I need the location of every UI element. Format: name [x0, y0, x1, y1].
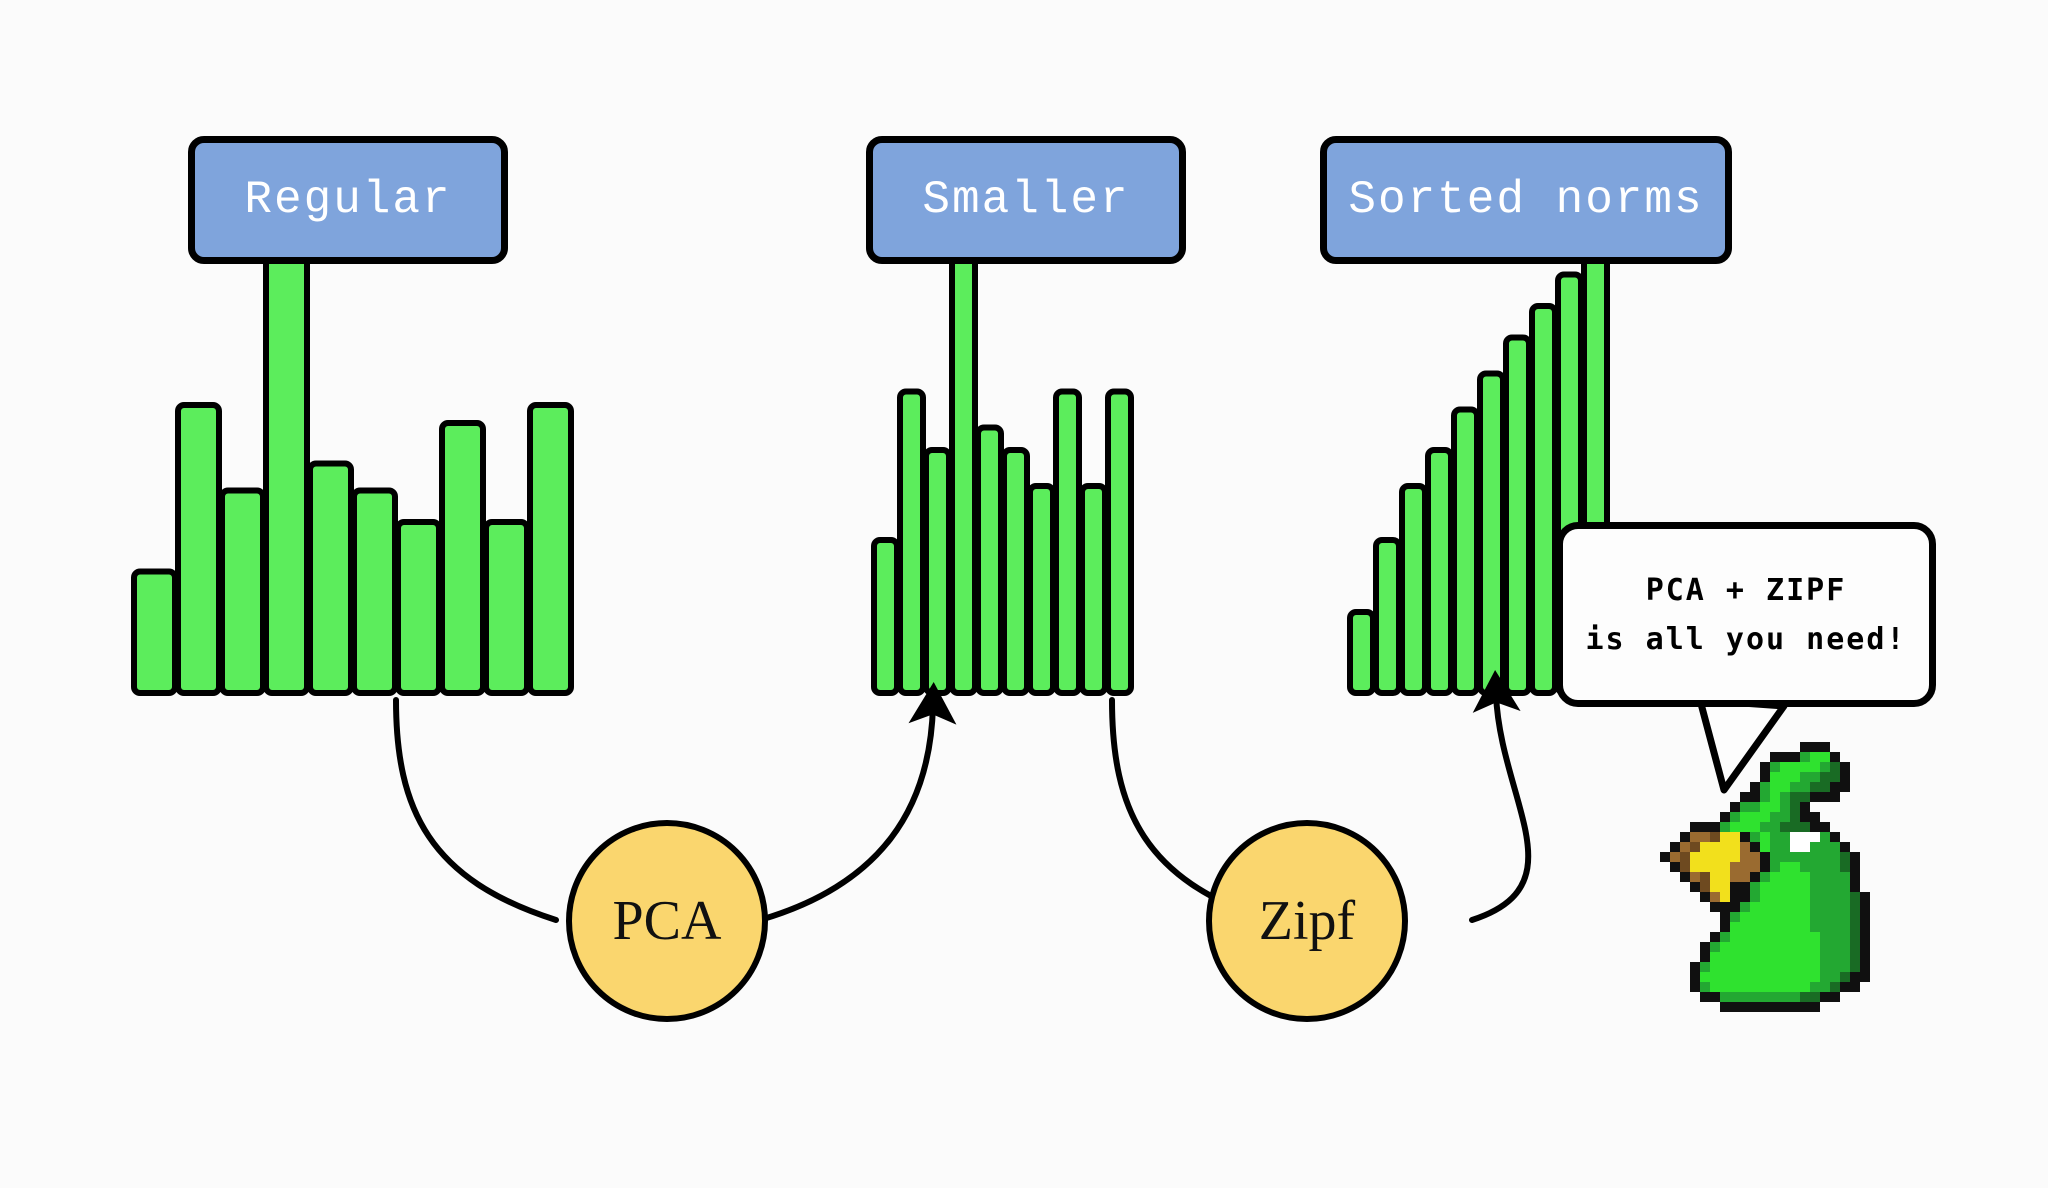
bar-smaller-8: [1053, 388, 1082, 696]
node-pca[interactable]: PCA: [566, 820, 768, 1022]
bar-sorted-2: [1373, 537, 1402, 696]
bar-regular-3: [219, 487, 266, 696]
bar-regular-9: [483, 519, 530, 696]
bar-smaller-10: [1105, 388, 1134, 696]
edge-zipf-to-sorted: [1469, 670, 1532, 923]
node-pca-label: PCA: [612, 890, 722, 952]
bar-regular-1: [131, 568, 178, 696]
panel-label-smaller: Smaller: [866, 136, 1186, 264]
node-zipf-label: Zipf: [1258, 890, 1356, 952]
node-zipf[interactable]: Zipf: [1206, 820, 1408, 1022]
panel-label-sorted-norms-text: Sorted norms: [1348, 174, 1704, 226]
bar-smaller-9: [1079, 483, 1108, 696]
bar-regular-10: [527, 402, 574, 696]
edge-regular-to-pca: [393, 697, 559, 923]
chart-smaller: [871, 240, 1134, 696]
bar-regular-6: [351, 487, 398, 696]
snivy-pixel-sprite: [1660, 742, 1870, 1012]
speech-bubble-line-2: is all you need!: [1585, 621, 1907, 657]
bar-regular-7: [395, 519, 442, 696]
panel-label-smaller-text: Smaller: [922, 174, 1130, 226]
bar-sorted-6: [1477, 370, 1506, 696]
bar-smaller-3: [923, 447, 952, 696]
bar-sorted-3: [1399, 483, 1428, 696]
bar-smaller-5: [975, 424, 1004, 696]
bar-smaller-1: [871, 537, 900, 696]
bar-sorted-8: [1529, 303, 1558, 696]
chart-regular: [131, 240, 574, 696]
bar-smaller-4: [949, 240, 978, 696]
edge-pca-to-smaller: [757, 682, 957, 923]
bar-regular-4: [263, 240, 310, 696]
speech-bubble-line-1: PCA + ZIPF: [1645, 572, 1847, 608]
panel-label-regular-text: Regular: [244, 174, 452, 226]
bar-sorted-1: [1347, 609, 1376, 696]
bar-regular-5: [307, 460, 354, 696]
speech-bubble: PCA + ZIPF is all you need!: [1556, 522, 1936, 707]
bar-smaller-6: [1001, 447, 1030, 696]
bar-sorted-5: [1451, 406, 1480, 696]
bar-sorted-7: [1503, 334, 1532, 696]
bar-sorted-4: [1425, 447, 1454, 696]
bar-smaller-2: [897, 388, 926, 696]
bar-regular-2: [175, 402, 222, 696]
bar-smaller-7: [1027, 483, 1056, 696]
panel-label-regular: Regular: [188, 136, 508, 264]
bar-regular-8: [439, 420, 486, 696]
panel-label-sorted-norms: Sorted norms: [1320, 136, 1732, 264]
